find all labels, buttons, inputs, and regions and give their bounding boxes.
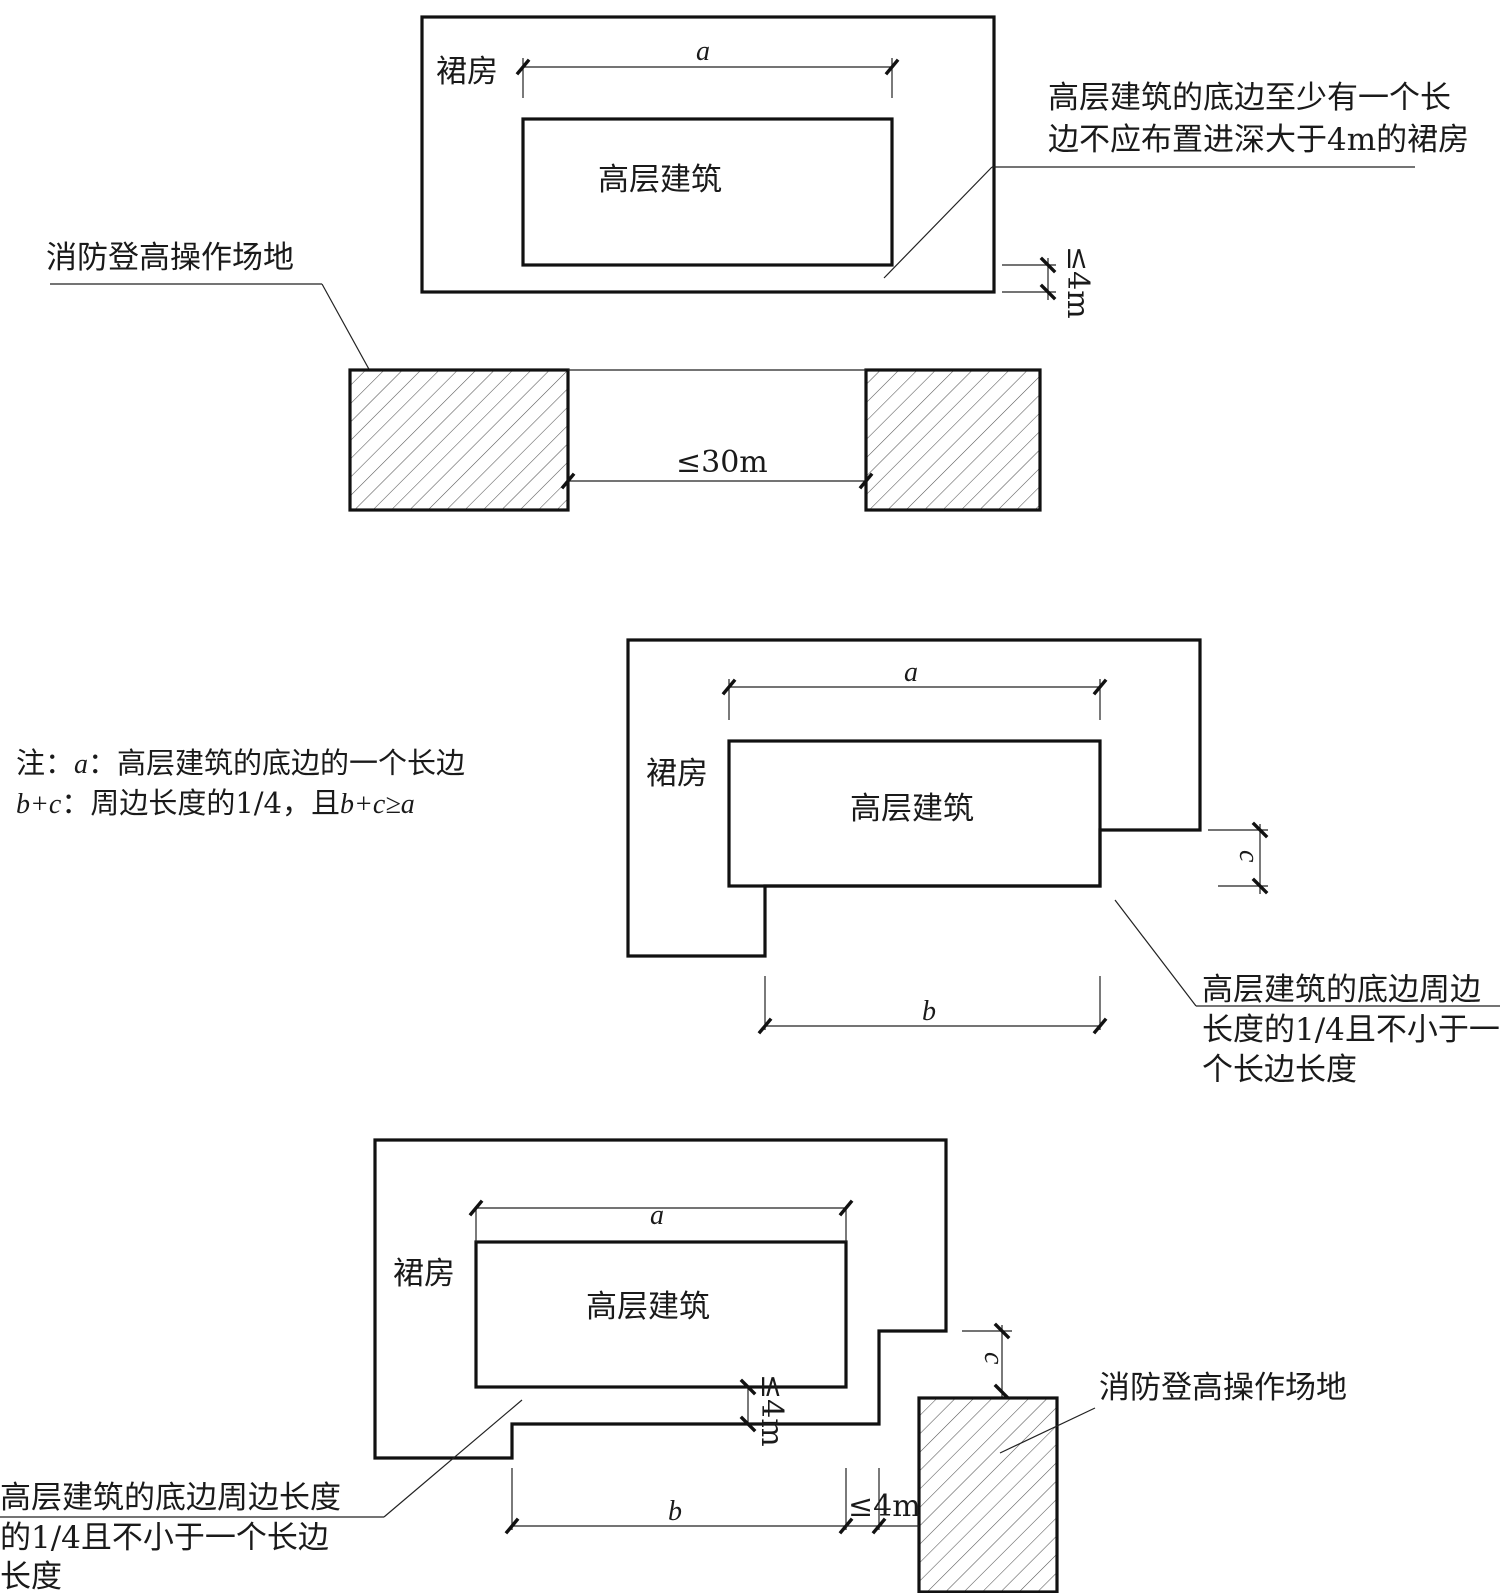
dimension-a-2: a	[721, 657, 1108, 720]
podium-label-1: 裙房	[436, 54, 498, 90]
tower-outline-2	[727, 739, 1102, 888]
tower-label-1: 高层建筑	[598, 162, 722, 198]
podium-label-3: 裙房	[393, 1256, 455, 1292]
dimension-c-3: c	[962, 1322, 1012, 1401]
rescue-site-right-1	[864, 368, 1042, 512]
le-4m-label-3b: ≤4m	[848, 1489, 921, 1524]
tower-label-2: 高层建筑	[850, 791, 974, 827]
diagram-1: 裙房 高层建筑 a ≤4m 高层建筑的底边至少有一个长 边不应布置进深大于4m的…	[46, 15, 1469, 512]
callout-bot-line1: 高层建筑的底边周边长度	[0, 1480, 341, 1516]
callout-mid-line1: 高层建筑的底边周边	[1202, 972, 1481, 1008]
note-line-2: b+c：周边长度的1/4，且b+c≥a	[16, 786, 415, 820]
podium-outline-3	[373, 1138, 948, 1460]
diagram-2: 裙房 高层建筑 a c b	[626, 638, 1500, 1088]
dimension-a-3: a	[468, 1199, 854, 1242]
dimension-c-2: c	[1208, 821, 1269, 895]
dimension-4m-1: ≤4m	[1002, 246, 1095, 319]
le-30m-label: ≤30m	[676, 445, 768, 480]
dim-a-label-2: a	[904, 657, 918, 688]
dim-a-label-1: a	[696, 36, 710, 67]
callout-top-line2: 边不应布置进深大于4m的裙房	[1048, 122, 1469, 158]
le-4m-label-1: ≤4m	[1060, 246, 1095, 319]
dim-c-label-2: c	[1233, 850, 1264, 863]
podium-label-2: 裙房	[646, 756, 708, 792]
dimension-4m-3b: ≤4m	[846, 1468, 921, 1535]
tower-label-3: 高层建筑	[586, 1289, 710, 1325]
note-line-1: 注：a：高层建筑的底边的一个长边	[16, 746, 465, 780]
rescue-site-callout-3: 消防登高操作场地	[999, 1370, 1347, 1454]
tower-outline-3	[474, 1240, 848, 1389]
callout-bot-line3: 长度	[0, 1559, 62, 1593]
dim-a-label-3: a	[650, 1200, 664, 1231]
dimension-a-1: a	[515, 36, 900, 98]
podium-outline-1	[420, 15, 996, 294]
rescue-site-left-1	[348, 368, 570, 512]
dim-c-label-3: c	[978, 1352, 1009, 1365]
rescue-site-label-3: 消防登高操作场地	[1099, 1370, 1347, 1406]
rescue-site-label-1: 消防登高操作场地	[46, 240, 294, 276]
callout-mid-line3: 个长边长度	[1202, 1052, 1357, 1088]
callout-top-line1: 高层建筑的底边至少有一个长	[1048, 80, 1451, 116]
callout-bottom: 高层建筑的底边周边长度 的1/4且不小于一个长边 长度	[0, 1399, 523, 1593]
dim-b-label-3: b	[668, 1496, 682, 1527]
callout-bot-line2: 的1/4且不小于一个长边	[0, 1520, 329, 1556]
rescue-site-3	[917, 1396, 1059, 1593]
note: 注：a：高层建筑的底边的一个长边 b+c：周边长度的1/4，且b+c≥a	[16, 746, 465, 820]
callout-top: 高层建筑的底边至少有一个长 边不应布置进深大于4m的裙房	[883, 80, 1469, 279]
dim-b-label-2: b	[922, 996, 936, 1027]
rescue-site-callout-1: 消防登高操作场地	[46, 240, 409, 441]
diagram-3: 裙房 高层建筑 a ≤4m c 消防登高操作场地	[0, 1138, 1347, 1593]
callout-middle: 高层建筑的底边周边 长度的1/4且不小于一 个长边长度	[1114, 899, 1500, 1088]
dimension-30m: ≤30m	[560, 445, 874, 490]
dimension-b-3: b	[504, 1468, 854, 1535]
callout-mid-line2: 长度的1/4且不小于一	[1202, 1012, 1500, 1048]
le-4m-label-3a: ≤4m	[754, 1374, 789, 1447]
dimension-b-2: b	[757, 976, 1108, 1035]
dimension-4m-3a: ≤4m	[739, 1374, 789, 1447]
tower-outline-1	[521, 117, 894, 267]
